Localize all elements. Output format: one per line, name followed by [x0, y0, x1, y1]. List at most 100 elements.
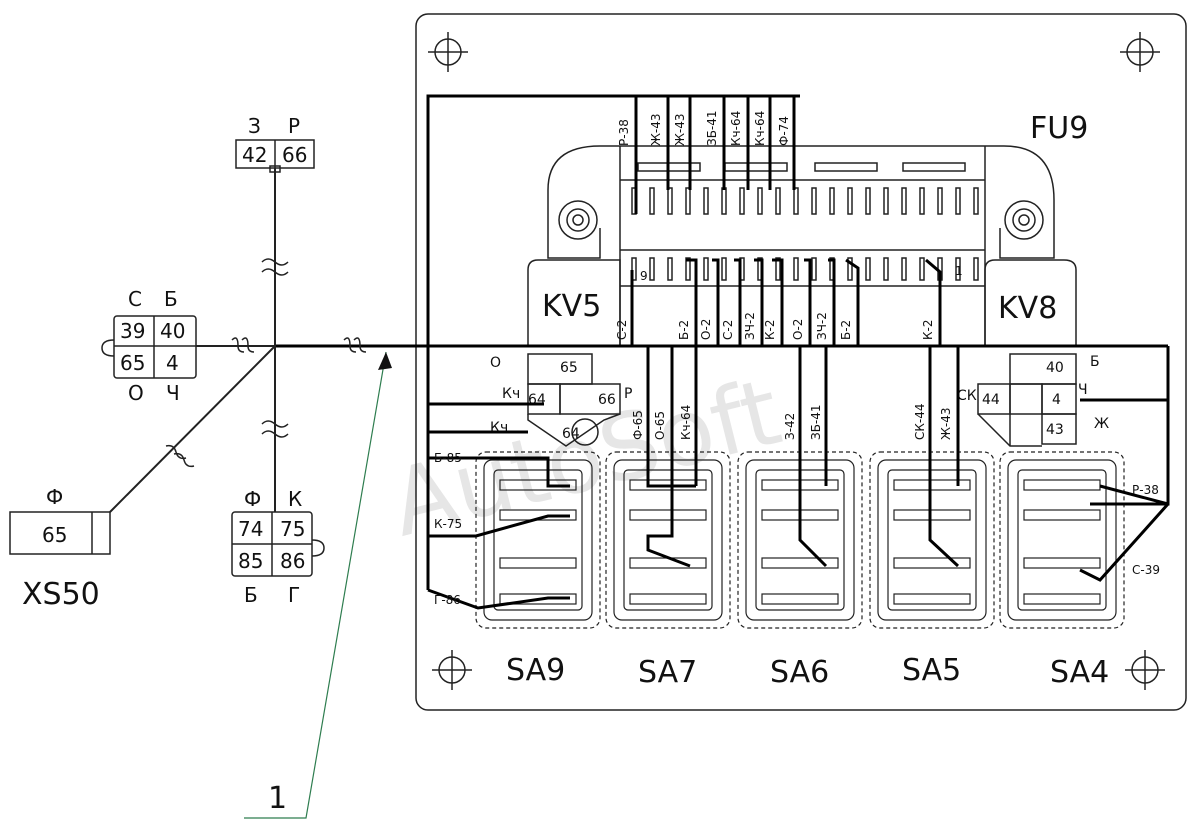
fuse-wire-o2b: О-2 [791, 319, 805, 340]
sa7-wire-o65: О-65 [653, 411, 667, 440]
fuse-wire-s2b: С-2 [721, 320, 735, 340]
kv8-pin-40: 40 [1046, 360, 1064, 376]
sa5-wire-zh43: Ж-43 [939, 407, 953, 440]
kv5-label-r: Р [624, 386, 632, 402]
kv8-pin-block [977, 353, 1077, 447]
switch-label-sa4: SA4 [1050, 655, 1109, 690]
switch-label-sa6: SA6 [770, 655, 829, 690]
fuse-wire-zb41: ЗБ-41 [705, 110, 719, 146]
kv5-label-kch-a: Кч [502, 386, 520, 402]
harness-branches [109, 168, 367, 513]
connector-bottom-bottom-letter-1: Г [288, 583, 300, 607]
connector-left-pin-39: 39 [120, 319, 145, 343]
kv5-pin-66: 66 [598, 392, 616, 408]
fuse-wire-zh43b: Ж-43 [673, 113, 687, 146]
panel-outline [415, 13, 1187, 711]
switch-wire-labels: Ф-65 О-65 Кч-64 З-42 ЗБ-41 СК-44 Ж-43 [631, 404, 953, 441]
mounting-hole-tr [1120, 32, 1160, 72]
connector-top-letter-0: З [248, 114, 261, 138]
switch-label-sa7: SA7 [638, 655, 697, 690]
kv8-pin-44: 44 [982, 392, 1000, 408]
connector-left [101, 315, 197, 379]
relay-kv8-label: KV8 [998, 291, 1057, 326]
leader-callout-label: 1 [268, 781, 287, 816]
kv8-label-ch: Ч [1078, 382, 1088, 398]
connector-bottom-pin-85: 85 [238, 549, 263, 573]
connector-left-bottom-letter-1: Ч [166, 381, 180, 405]
fuse-wire-kch64b: Кч-64 [753, 111, 767, 146]
connector-xs50 [9, 511, 111, 555]
fuse-wire-zch2a: ЗЧ-2 [743, 312, 757, 340]
connector-xs50-letter: Ф [46, 485, 63, 509]
kv8-label-sk: СК [957, 388, 977, 404]
connector-bottom [231, 511, 325, 577]
sa7-wire-kch64: Кч-64 [679, 405, 693, 440]
connector-bottom-pin-74: 74 [238, 517, 263, 541]
kv8-label-b: Б [1090, 354, 1100, 370]
connector-bottom-bottom-letter-0: Б [244, 583, 258, 607]
fuse-wire-k2b: К-2 [921, 320, 935, 340]
connector-bottom-top-letter-1: К [288, 487, 302, 511]
connector-top-pin-42: 42 [242, 143, 267, 167]
sa4-wire-s39: С-39 [1132, 563, 1160, 577]
fuse-wire-f74: Ф-74 [777, 116, 791, 146]
fuse-top-wire-labels: Р-38 Ж-43 Ж-43 ЗБ-41 Кч-64 Кч-64 Ф-74 [617, 110, 791, 146]
fuse-wire-kch64a: Кч-64 [729, 111, 743, 146]
relay-kv5 [527, 259, 621, 346]
connector-left-top-letter-0: С [128, 287, 142, 311]
relay-kv8 [984, 259, 1077, 346]
fuse-bottom-wire-labels: С-2 Б-2 О-2 С-2 ЗЧ-2 К-2 О-2 ЗЧ-2 Б-2 К-… [615, 312, 935, 340]
fuse-wire-b2b: Б-2 [839, 320, 853, 340]
relay-kv5-label: KV5 [542, 289, 601, 324]
kv8-pin-43: 43 [1046, 422, 1064, 438]
connector-left-top-letter-1: Б [164, 287, 178, 311]
connector-xs50-label: XS50 [22, 577, 100, 612]
leader-arrow [378, 352, 392, 370]
sa5-wire-sk44: СК-44 [913, 404, 927, 441]
fuse-wire-zch2b: ЗЧ-2 [815, 312, 829, 340]
mounting-hole-tl [428, 32, 468, 72]
kv8-label-zh: Ж [1094, 416, 1109, 432]
sa6-wire-zb41: ЗБ-41 [809, 404, 823, 440]
connector-bottom-pin-86: 86 [280, 549, 305, 573]
sa6-wire-z42: З-42 [783, 413, 797, 440]
fuse-wire-s2a: С-2 [615, 320, 629, 340]
sa7-wire-f65: Ф-65 [631, 410, 645, 440]
wire-harness [275, 94, 1170, 610]
sa4-wire-r38: Р-38 [1132, 483, 1159, 497]
sa9-wire-k75: К-75 [434, 517, 462, 531]
connector-xs50-pin: 65 [42, 523, 67, 547]
sa9-wire-b85: Б-85 [434, 451, 462, 465]
fuse-wire-zh43a: Ж-43 [649, 113, 663, 146]
fuse-pins-top [631, 187, 979, 215]
leader-line [244, 351, 387, 819]
fuse-wire-o2a: О-2 [699, 319, 713, 340]
connector-bottom-top-letter-0: Ф [244, 487, 261, 511]
fuse-wire-k2a: К-2 [763, 320, 777, 340]
kv5-pin-64b: 64 [562, 426, 580, 442]
connector-top-letter-1: Р [288, 114, 300, 138]
fuse-marker-9: 9 [640, 269, 648, 283]
mounting-hole-br [1125, 650, 1165, 690]
mounting-hole-bl [432, 650, 472, 690]
kv5-pin-64a: 64 [528, 392, 546, 408]
switch-label-sa5: SA5 [902, 653, 961, 688]
connector-left-pin-40: 40 [160, 319, 185, 343]
fuse-block-label: FU9 [1030, 111, 1088, 146]
fuse-block-fu9 [547, 145, 1055, 346]
kv5-pin-block [527, 353, 621, 447]
fuse-wire-r38: Р-38 [617, 119, 631, 146]
kv5-pin-65: 65 [560, 360, 578, 376]
connector-top [235, 139, 315, 173]
connector-left-bottom-letter-0: О [128, 381, 144, 405]
fuse-pins-bottom [631, 257, 979, 281]
kv8-pin-4: 4 [1052, 392, 1061, 408]
fuse-wire-b2a: Б-2 [677, 320, 691, 340]
connector-left-pin-65: 65 [120, 351, 145, 375]
kv5-label-kch-b: Кч [490, 420, 508, 436]
connector-bottom-pin-75: 75 [280, 517, 305, 541]
switch-label-sa9: SA9 [506, 653, 565, 688]
sa9-wire-g86: Г-86 [434, 593, 461, 607]
fuse-marker-1: 1 [955, 264, 963, 278]
